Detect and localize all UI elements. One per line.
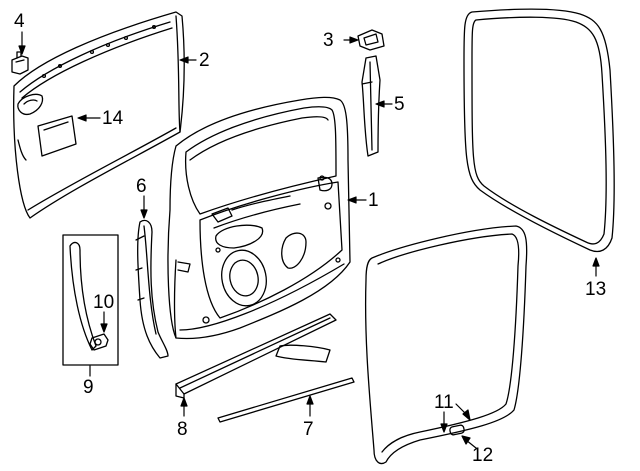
callout-7[interactable]: 7 (303, 419, 314, 440)
callout-6[interactable]: 6 (136, 176, 147, 197)
callout-13[interactable]: 13 (585, 279, 607, 300)
part-2-door-outer-panel[interactable] (14, 12, 184, 218)
callout-2[interactable]: 2 (199, 50, 210, 71)
callout-4[interactable]: 4 (14, 11, 25, 32)
part-7-weatherstrip[interactable] (218, 378, 354, 422)
callout-5[interactable]: 5 (394, 94, 405, 115)
part-1-door-frame[interactable] (168, 97, 350, 338)
callout-12[interactable]: 12 (472, 445, 494, 466)
callout-14[interactable]: 14 (102, 108, 124, 129)
part-9-kit-box[interactable] (63, 235, 118, 365)
part-3-bracket[interactable] (358, 30, 384, 50)
part-10-fastener[interactable] (90, 334, 108, 350)
callout-9[interactable]: 9 (83, 377, 94, 398)
part-14-pad[interactable] (38, 116, 76, 156)
part-5-trim-strip[interactable] (362, 56, 380, 156)
callout-10[interactable]: 10 (93, 292, 115, 313)
part-4-clip[interactable] (12, 52, 28, 74)
callout-1[interactable]: 1 (368, 190, 379, 211)
part-12-clip[interactable] (449, 425, 464, 436)
callout-3[interactable]: 3 (323, 30, 334, 51)
part-13-door-seal[interactable] (464, 9, 614, 251)
callout-8[interactable]: 8 (177, 419, 188, 440)
part-6-seal-strip[interactable] (136, 220, 168, 358)
callout-11[interactable]: 11 (434, 392, 454, 413)
part-8-lower-rail[interactable] (176, 314, 336, 398)
leader-lines (18, 31, 600, 449)
